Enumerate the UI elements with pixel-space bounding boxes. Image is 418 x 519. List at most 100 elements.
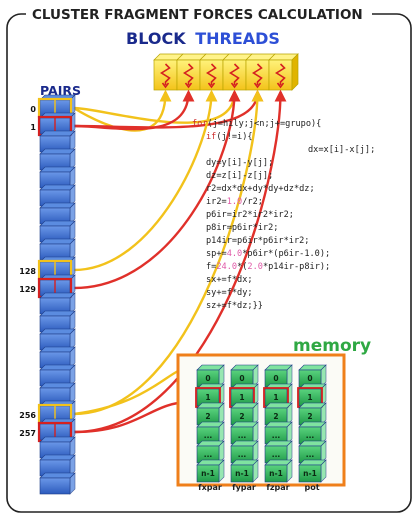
code-line: sx+=f*dx; (206, 275, 253, 285)
thread-wave-icon (274, 63, 286, 85)
thread-cell (222, 53, 253, 91)
memory-cell-label: 2 (307, 412, 312, 421)
code-token: dy=y[i]-y[j]; (206, 158, 273, 168)
memory-cell-label: ... (238, 431, 247, 440)
code-token: 1.0 (227, 197, 243, 207)
cube-top (39, 238, 76, 245)
code-token: (j=hily;j<n;j+=grupo){ (208, 119, 322, 129)
memory-cell-label: ... (306, 431, 315, 440)
pair-cube (39, 130, 76, 153)
code-line: for(j=hily;j<n;j+=grupo){ (192, 119, 321, 129)
thread-arrowhead-icon (253, 82, 262, 89)
pair-cube (39, 184, 76, 207)
memory-cell (264, 459, 293, 483)
memory-cell-label: ... (204, 431, 213, 440)
cube-front (298, 464, 322, 483)
code-line: sz+=f*dz;}} (206, 301, 263, 311)
code-line: dy=y[i]-y[j]; (206, 158, 273, 168)
code-token: for (192, 119, 208, 129)
thread-wave-icon (159, 63, 171, 85)
cube-front (230, 464, 254, 483)
memory-column-label: fypar (232, 483, 256, 492)
memory-cell-label: ... (272, 431, 281, 440)
pair-cube (39, 454, 76, 477)
memory-cell (298, 383, 327, 407)
title-backdrop (26, 4, 372, 24)
block-threads (153, 53, 299, 91)
pair-cube (39, 310, 76, 333)
code-token: 2.0 (247, 262, 263, 272)
code-line: p8ir=p6ir*ir2; (206, 223, 278, 233)
pair-cube (39, 166, 76, 189)
pair-cube (39, 382, 76, 405)
code-line: p14ir=p6ir*p6ir*ir2; (206, 236, 309, 246)
memory-cell (196, 421, 225, 445)
block-threads-heading: BLOCK THREADS (126, 29, 280, 48)
memory-column-label: fxpar (198, 483, 222, 492)
memory-cell (230, 402, 259, 426)
memory-cell-label: n-1 (269, 469, 283, 478)
cube-top (39, 436, 76, 443)
cube-top (39, 184, 76, 191)
arrow-yellow (73, 89, 218, 272)
memory-cell (196, 459, 225, 483)
code-token: dz=z[i]-z[j]; (206, 171, 273, 181)
code-token: sp+= (206, 249, 227, 259)
code-token: 24.0 (216, 262, 237, 272)
cube-top (39, 292, 76, 299)
cube-front (196, 464, 220, 483)
cube-top (39, 328, 76, 335)
cube-top (39, 130, 76, 137)
memory-cell (264, 402, 293, 426)
memory-cell-label: 0 (307, 374, 312, 383)
code-line: if(j!=i){ (206, 132, 253, 142)
code-token: *p6ir*(p6ir-1.0); (242, 249, 330, 259)
memory-column-label: pot (304, 483, 319, 492)
memory-cell-label: ... (272, 450, 281, 459)
threads-side (291, 53, 299, 91)
code-token: sy+=f*dy; (206, 288, 253, 298)
thread-arrowhead-icon (184, 82, 193, 89)
code-line: f=24.0*(2.0*p14ir-p8ir); (206, 262, 330, 272)
code-token: (j!=i){ (216, 132, 252, 142)
pair-cube (39, 238, 76, 261)
memory-cell-label: n-1 (235, 469, 249, 478)
memory-cell-label: ... (204, 450, 213, 459)
thread-cell (176, 53, 207, 91)
pair-thread-arrows (73, 89, 287, 434)
thread-arrowhead-icon (230, 82, 239, 89)
memory-cell (230, 440, 259, 464)
code-token: 4.0 (227, 249, 243, 259)
memory-cell (264, 440, 293, 464)
thread-wave-icon (182, 63, 194, 85)
pair-cube (39, 364, 76, 387)
pair-index-label: 256 (19, 411, 36, 420)
code-line: sp+=4.0*p6ir*(p6ir-1.0); (206, 249, 330, 259)
memory-cell-label: 2 (239, 412, 244, 421)
cube-top (39, 148, 76, 155)
cube-top (39, 472, 76, 479)
memory-cell-label: 0 (239, 374, 244, 383)
code-line: dx=x[i]-x[j]; (308, 145, 375, 155)
memory-column-label: fzpar (266, 483, 289, 492)
memory-cell-label: 1 (239, 393, 244, 402)
memory-cell (298, 402, 327, 426)
memory-cell (298, 459, 327, 483)
code-token: p8ir=p6ir*ir2; (206, 223, 278, 233)
memory-cell (196, 440, 225, 464)
thread-arrowhead-icon (276, 82, 285, 89)
pair-index-label: 0 (30, 105, 36, 114)
code-line: sy+=f*dy; (206, 288, 253, 298)
thread-arrowhead-icon (207, 82, 216, 89)
threads-word: THREADS (195, 29, 280, 48)
code-line: r2=dx*dx+dy*dy+dz*dz; (206, 184, 315, 194)
block-word: BLOCK (126, 29, 186, 48)
cube-top (39, 382, 76, 389)
cube-top (39, 310, 76, 317)
kernel-code: for(j=hily;j<n;j+=grupo){ if(j!=i){ dx=x[i… (192, 119, 375, 311)
memory-cell-label: 2 (205, 412, 210, 421)
memory-cell-label: n-1 (201, 469, 215, 478)
cube-front (264, 464, 288, 483)
code-token: *p14ir-p8ir); (263, 262, 330, 272)
